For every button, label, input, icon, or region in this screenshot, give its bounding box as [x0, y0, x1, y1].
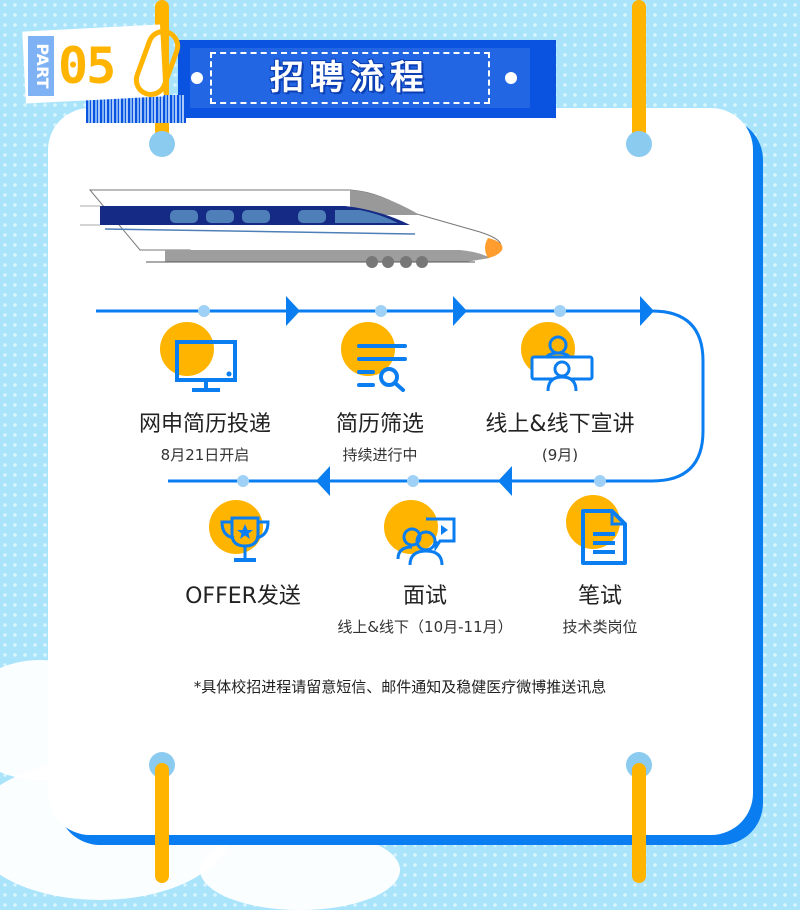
- step-title: 简历筛选: [335, 412, 424, 437]
- barcode-decoration: [86, 95, 186, 123]
- banner-dot-right: [505, 72, 517, 84]
- step-written-test: 笔试 技术类岗位: [520, 578, 680, 637]
- step-campus-talk: 线上&线下宣讲 (9月): [470, 406, 650, 465]
- step-interview: 面试 线上&线下（10月-11月）: [320, 578, 530, 637]
- step-subtitle: 8月21日开启: [160, 446, 250, 464]
- rope-knob: [149, 131, 175, 157]
- video-interview-icon: [396, 517, 456, 566]
- step-title: 笔试: [577, 584, 622, 609]
- part-number: 05: [58, 37, 116, 95]
- timeline-track: [96, 296, 705, 496]
- icon-backdrop: [160, 322, 214, 376]
- step-title: 面试: [402, 584, 447, 609]
- train-illustration: [80, 189, 503, 268]
- step-resume-screening: 简历筛选 持续进行中: [300, 406, 460, 465]
- monitor-icon: [175, 340, 237, 392]
- step-subtitle: 线上&线下（10月-11月）: [337, 618, 513, 636]
- trophy-icon: [220, 516, 270, 562]
- rope-knob: [626, 131, 652, 157]
- footer-note: *具体校招进程请留意短信、邮件通知及稳健医疗微博推送讯息: [193, 678, 607, 696]
- paper-document-icon: [581, 509, 627, 565]
- part-label-bg: [28, 36, 54, 96]
- step-title: 网申简历投递: [138, 412, 271, 437]
- step-subtitle: (9月): [541, 446, 579, 464]
- hanging-rope-top-right: [632, 0, 646, 142]
- banner-dot-left: [191, 72, 203, 84]
- document-search-icon: [357, 344, 407, 392]
- hanging-rope-bottom-left: [155, 763, 169, 883]
- step-title: OFFER发送: [185, 584, 301, 609]
- page-title: 招聘流程: [270, 58, 430, 98]
- step-subtitle: 技术类岗位: [562, 618, 638, 636]
- step-online-application: 网申简历投递 8月21日开启: [110, 406, 300, 465]
- icon-backdrop: [341, 322, 395, 376]
- step-offer: OFFER发送: [163, 578, 323, 610]
- hanging-rope-bottom-right: [632, 763, 646, 883]
- step-title: 线上&线下宣讲: [485, 412, 635, 437]
- presentation-people-icon: [530, 335, 594, 392]
- title-dashed-frame: [210, 52, 490, 104]
- step-subtitle: 持续进行中: [342, 446, 418, 464]
- title-banner-inner: [190, 48, 530, 108]
